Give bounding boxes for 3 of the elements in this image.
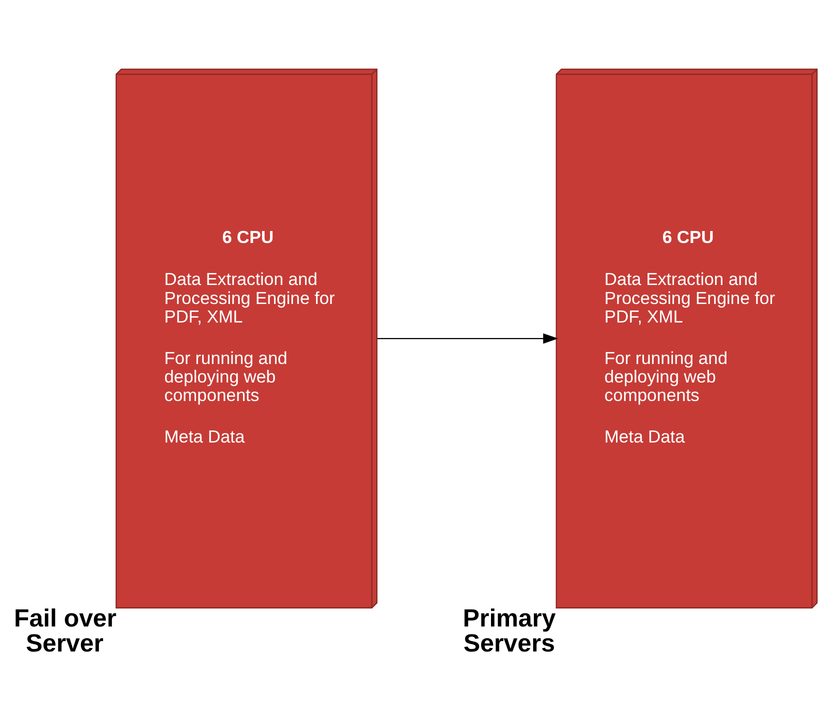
- arrow: [376, 332, 558, 344]
- node-label: Fail over Server: [13, 604, 116, 658]
- node-label: Primary Servers: [462, 604, 556, 658]
